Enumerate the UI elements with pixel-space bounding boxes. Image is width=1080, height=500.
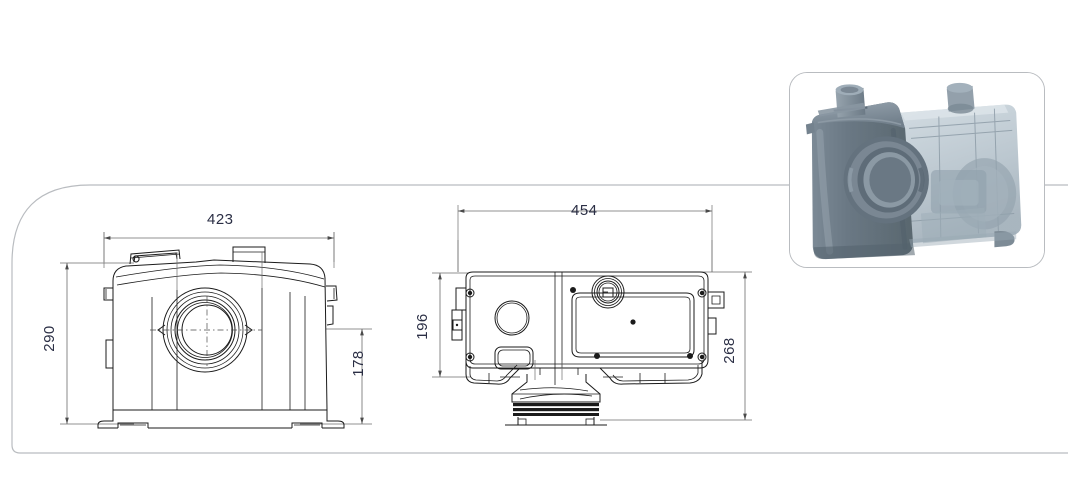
product-render-svg xyxy=(790,73,1044,267)
front-elevation-view xyxy=(60,232,372,429)
top-plan-view xyxy=(432,205,752,426)
discharge-spigot xyxy=(591,275,625,309)
dimension-196 xyxy=(432,272,470,378)
front-flange xyxy=(150,287,262,373)
dimension-label-top-overall: 268 xyxy=(720,337,738,364)
product-photo-image xyxy=(790,73,1044,267)
product-photo-inset xyxy=(789,72,1045,268)
outline-frame xyxy=(11,184,1068,454)
dimension-label-front-height: 290 xyxy=(40,325,58,352)
dimension-label-front-width: 423 xyxy=(207,211,234,228)
dimension-label-top-length: 454 xyxy=(571,202,598,219)
dimension-label-top-depth: 196 xyxy=(413,313,431,340)
bottom-outlet xyxy=(505,374,607,426)
dimension-label-front-outlet: 178 xyxy=(349,350,367,377)
dimension-290 xyxy=(60,262,134,425)
photo-flange xyxy=(843,136,929,224)
